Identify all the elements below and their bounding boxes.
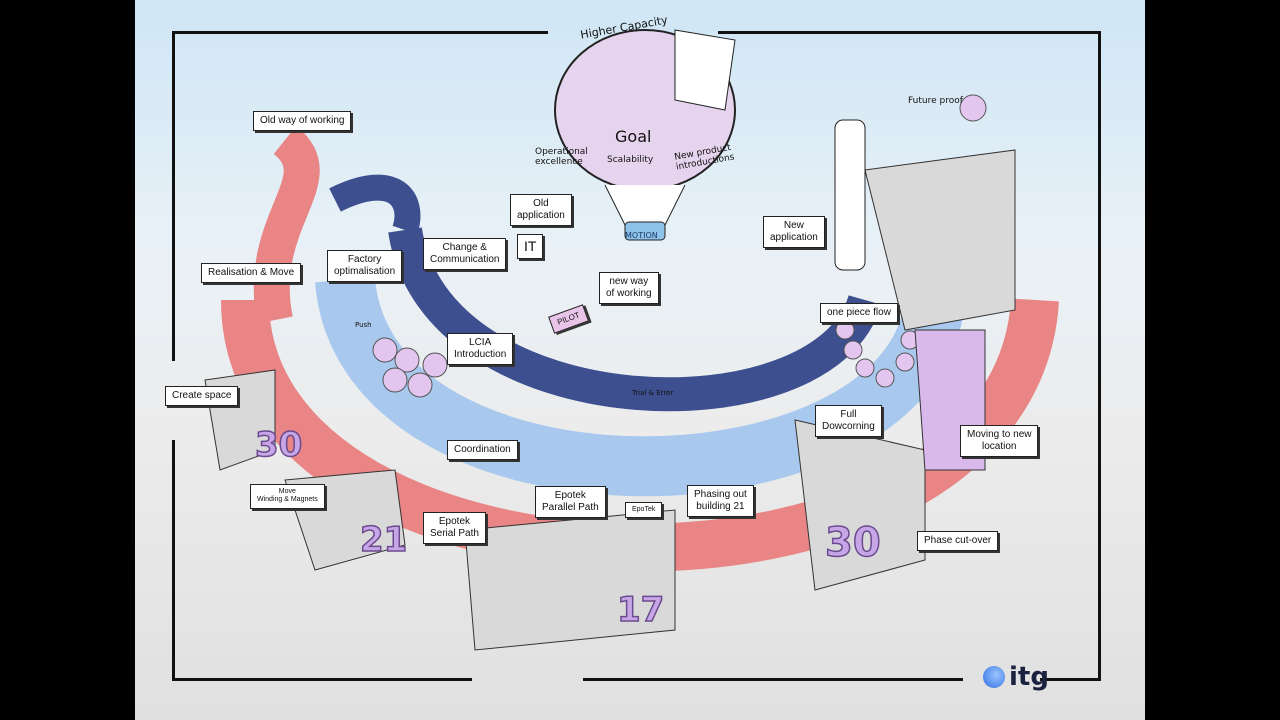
illustration: Higher Capacity Goal Operational excelle…	[135, 0, 1145, 720]
future-proof-label: Future proof	[908, 96, 963, 106]
frame-top-right	[718, 31, 1100, 34]
label-full-dowcorning: Full Dowcorning	[815, 405, 882, 437]
frame-left-lower	[172, 440, 175, 680]
itg-logo-text: itg	[1009, 662, 1049, 692]
label-new-app: New application	[763, 216, 825, 248]
label-factory: Factory optimalisation	[327, 250, 403, 282]
building-number-17: 17	[616, 589, 665, 631]
bubbles	[372, 94, 987, 398]
label-epotek-bottle: EpoTek	[625, 502, 663, 519]
building-number-21: 21	[359, 519, 408, 561]
goal-title: Goal	[615, 127, 652, 146]
frame-bottom-left	[172, 678, 472, 681]
figure	[834, 119, 866, 271]
dark-blue-path-start	[329, 174, 421, 235]
buildings	[204, 149, 1016, 651]
label-change: Change & Communication	[423, 238, 507, 270]
label-epotek-parallel: Epotek Parallel Path	[535, 486, 606, 518]
label-create-space: Create space	[165, 386, 239, 406]
frame-bottom-mid	[583, 678, 963, 681]
label-coordination: Coordination	[447, 440, 518, 460]
label-phase-cutover: Phase cut-over	[917, 531, 999, 551]
frame-right	[1098, 31, 1101, 681]
frame-left	[172, 31, 175, 361]
building-number-30b: 30	[824, 519, 881, 567]
goal-pillar-1: Operational excellence	[535, 147, 588, 167]
itg-logo-mark-icon	[983, 666, 1005, 688]
building-number-30: 30	[254, 424, 303, 466]
label-new-way: new way of working	[599, 272, 659, 304]
label-realisation: Realisation & Move	[201, 263, 302, 283]
label-old-app: Old application	[510, 194, 572, 226]
itg-logo: itg	[983, 662, 1049, 692]
balloon	[554, 29, 736, 241]
frame-bottom-right	[1040, 678, 1100, 681]
label-moving: Moving to new location	[960, 425, 1039, 457]
balloon-basket-label: MOTION	[625, 231, 658, 240]
push-label: Push	[355, 321, 372, 329]
light-blue-path	[315, 276, 965, 497]
frame-top-left	[172, 31, 548, 34]
label-phasing-out: Phasing out building 21	[687, 485, 754, 517]
red-path-start	[253, 125, 320, 324]
label-move-winding: Move Winding & Magnets	[250, 484, 325, 509]
trial-label: Trial & Error	[632, 389, 674, 397]
goal-pillar-2: Scalability	[607, 155, 654, 165]
label-one-piece: one piece flow	[820, 303, 898, 323]
label-epotek-serial: Epotek Serial Path	[423, 512, 486, 544]
dark-blue-path	[388, 226, 882, 412]
label-it: IT	[517, 234, 544, 259]
label-old-way: Old way of working	[253, 111, 352, 131]
label-lcia: LCIA Introduction	[447, 333, 514, 365]
